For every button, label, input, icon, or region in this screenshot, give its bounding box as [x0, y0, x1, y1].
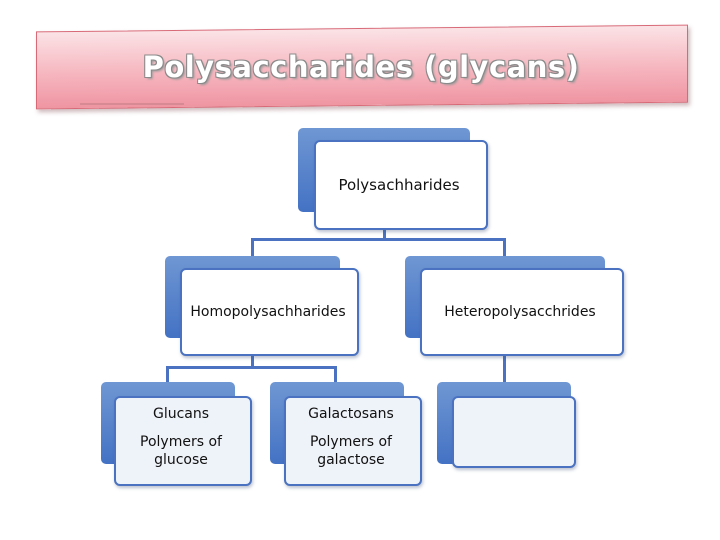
galactosans-description-line-2: galactose	[317, 452, 385, 468]
hetero-child-node	[452, 396, 576, 468]
glucans-description-line-1: Polymers of	[140, 434, 222, 450]
connector-to-homo	[251, 238, 254, 256]
homo-node-label: Homopolysachharides	[190, 304, 346, 320]
root-node-label: Polysachharides	[338, 176, 460, 194]
connector-to-glucans	[166, 366, 169, 382]
connector-level2-bar	[166, 366, 336, 369]
connector-hetero-stem	[503, 352, 506, 382]
glucans-description: Polymers of glucose	[114, 433, 248, 469]
glucans-node	[114, 396, 252, 486]
hetero-node	[420, 268, 624, 356]
connector-level1-bar	[251, 238, 506, 241]
galactosans-name: Galactosans	[308, 406, 394, 422]
connector-homo-stem	[251, 352, 254, 368]
page-title: Polysaccharides (glycans)	[142, 50, 580, 84]
galactosans-description-line-1: Polymers of	[310, 434, 392, 450]
connector-to-hetero	[503, 238, 506, 256]
glucans-description-line-2: glucose	[154, 452, 208, 468]
galactosans-description: Polymers of galactose	[284, 433, 418, 469]
root-node	[314, 140, 488, 230]
banner-accent-line	[80, 103, 184, 105]
galactosans-node	[284, 396, 422, 486]
hetero-node-label: Heteropolysacchrides	[444, 304, 596, 320]
connector-to-galactosans	[334, 366, 337, 382]
connector-root-stem	[383, 226, 386, 240]
homo-node	[180, 268, 359, 356]
glucans-name: Glucans	[152, 406, 210, 422]
